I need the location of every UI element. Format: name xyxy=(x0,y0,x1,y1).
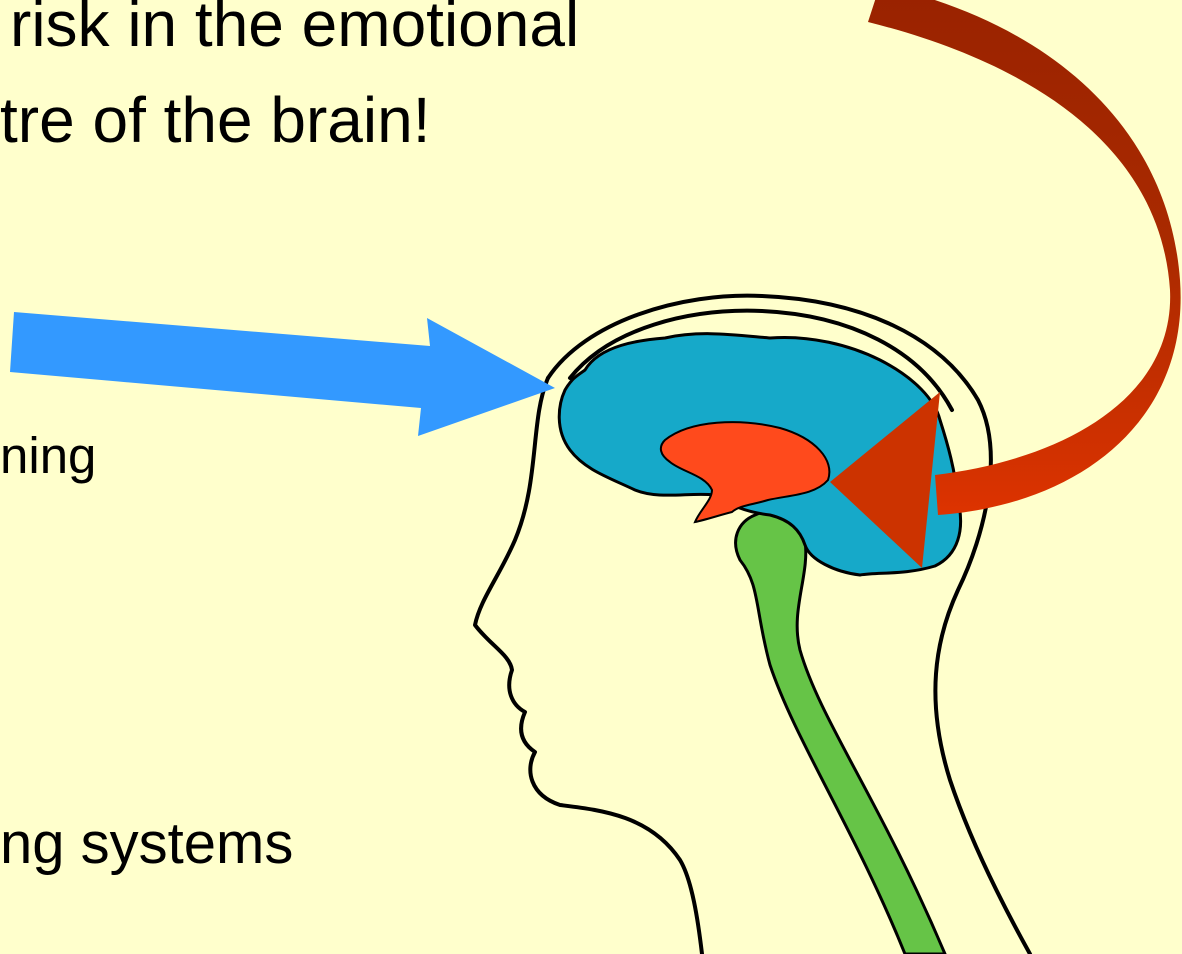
blue-arrow-icon xyxy=(10,312,555,436)
brainstem-icon xyxy=(736,511,945,954)
red-curved-arrow-icon xyxy=(830,0,1181,568)
